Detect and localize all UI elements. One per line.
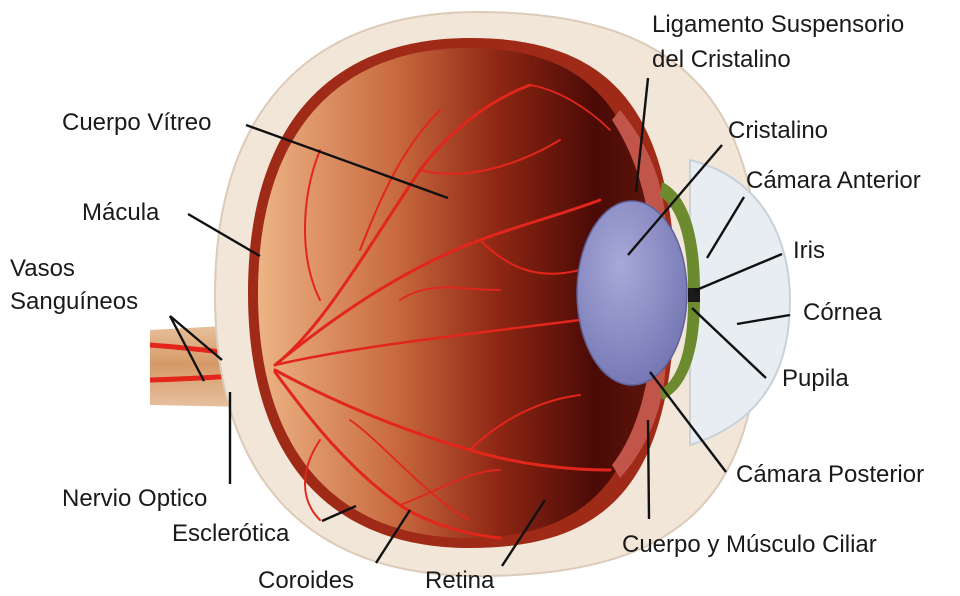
label-iris: Iris	[793, 236, 825, 266]
label-vasos-line1: Vasos	[10, 254, 75, 284]
label-macula: Mácula	[82, 198, 159, 228]
label-coroides: Coroides	[258, 566, 354, 596]
label-cristalino: Cristalino	[728, 116, 828, 146]
leader-ciliar	[648, 420, 649, 519]
label-camara-posterior: Cámara Posterior	[736, 460, 924, 490]
label-esclerotica: Esclerótica	[172, 519, 289, 549]
label-ligamento-line2: del Cristalino	[652, 45, 791, 75]
label-ligamento-line1: Ligamento Suspensorio	[652, 10, 904, 40]
label-retina: Retina	[425, 566, 494, 596]
label-cuerpo-musculo-ciliar: Cuerpo y Músculo Ciliar	[622, 530, 877, 560]
label-camara-anterior: Cámara Anterior	[746, 166, 921, 196]
label-cornea: Córnea	[803, 298, 882, 328]
label-vasos-line2: Sanguíneos	[10, 287, 138, 317]
label-pupila: Pupila	[782, 364, 849, 394]
label-cuerpo-vitreo: Cuerpo Vítreo	[62, 108, 211, 138]
label-nervio-optico: Nervio Optico	[62, 484, 207, 514]
lens	[577, 201, 687, 385]
